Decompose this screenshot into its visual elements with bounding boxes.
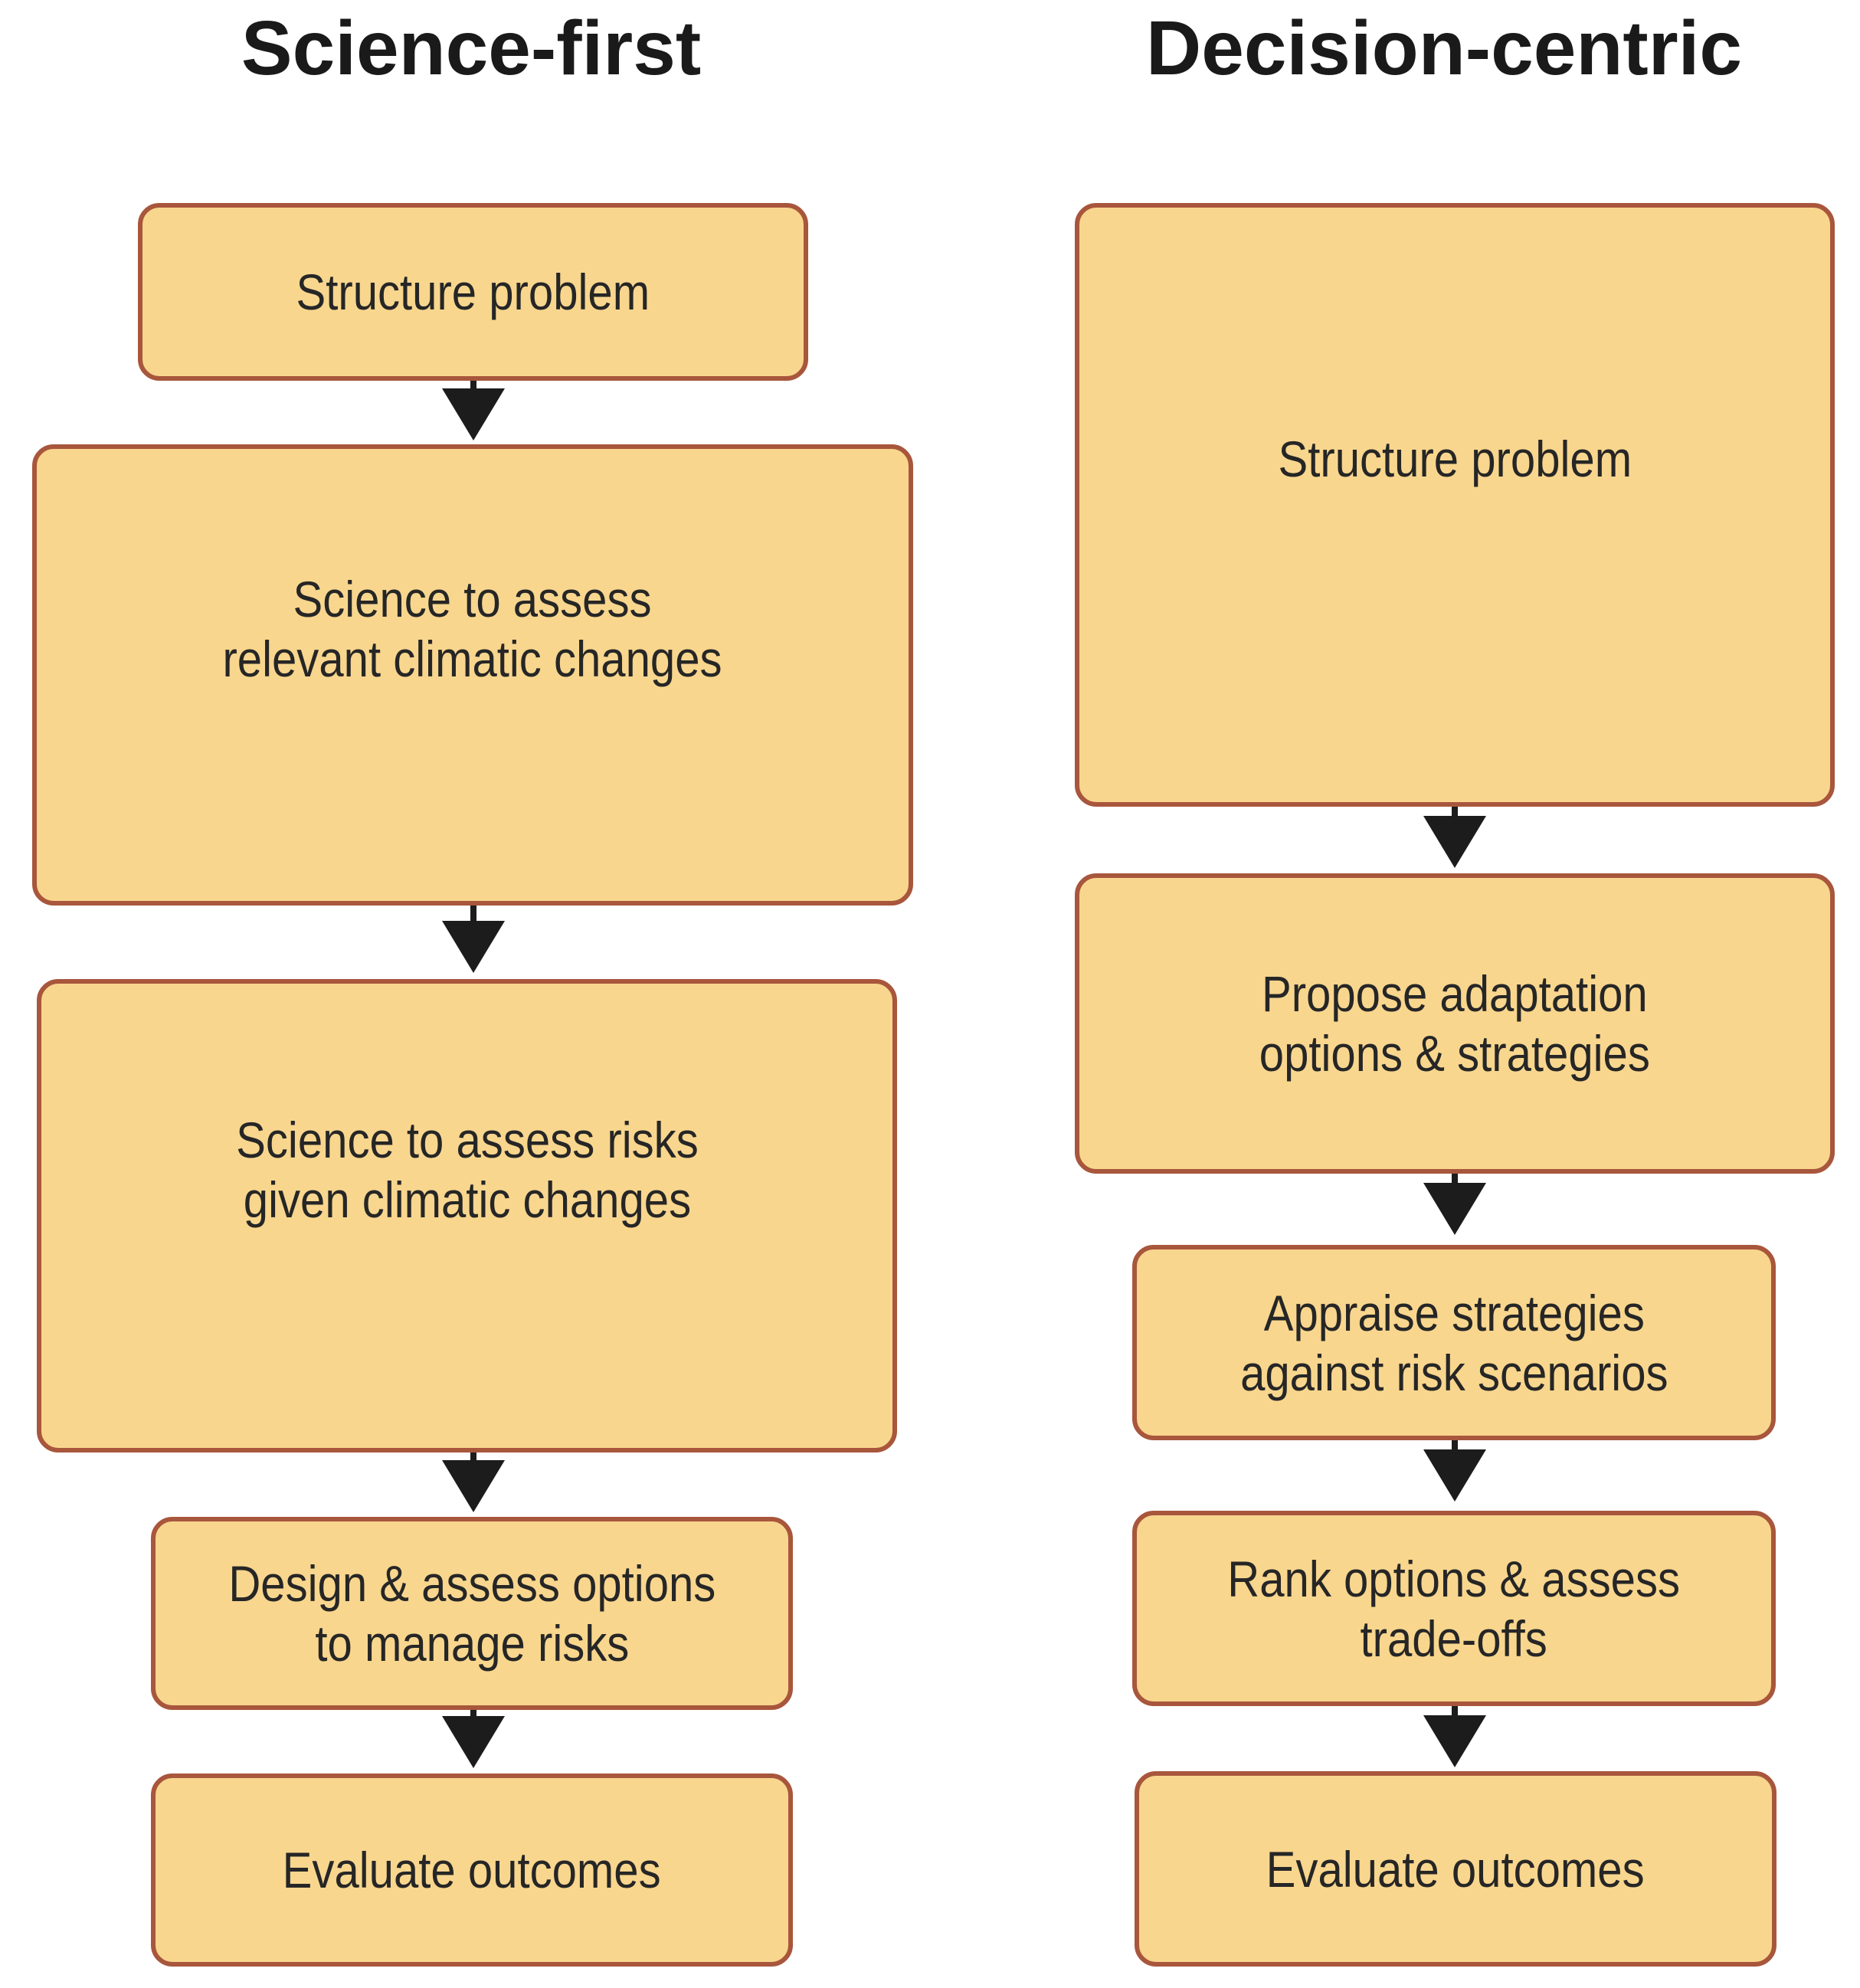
dc-step-label: Rank options & assess trade-offs [1227,1550,1681,1667]
dc-step-rank-options: Rank options & assess trade-offs [1132,1511,1776,1706]
dc-step-appraise-strategies: Appraise strategies against risk scenari… [1132,1245,1776,1440]
sf-arrow-down-icon-2 [442,921,505,973]
sf-step-structure-problem: Structure problem [138,203,808,381]
dc-arrow-down-icon-2 [1423,1183,1486,1235]
sf-arrow-stem-4 [470,1710,476,1718]
dc-step-structure-problem: Structure problem [1075,203,1835,807]
sf-arrow-stem-1 [470,381,476,390]
dc-arrow-stem-1 [1452,807,1458,817]
sf-step-design-options: Design & assess options to manage risks [151,1517,793,1710]
dc-step-label: Propose adaptation options & strategies [1259,965,1651,1082]
sf-step-label: Science to assess relevant climatic chan… [222,571,723,687]
dc-step-evaluate-outcomes: Evaluate outcomes [1135,1771,1776,1967]
dc-arrow-down-icon-1 [1423,816,1486,868]
sf-arrow-stem-2 [470,906,476,922]
sf-step-science-climatic-changes: Science to assess relevant climatic chan… [32,444,913,906]
sf-step-science-assess-risks: Science to assess risks given climatic c… [37,979,897,1453]
sf-arrow-down-icon-3 [442,1460,505,1512]
sf-arrow-stem-3 [470,1453,476,1462]
dc-arrow-down-icon-3 [1423,1449,1486,1502]
dc-arrow-down-icon-4 [1423,1715,1486,1767]
sf-step-evaluate-outcomes: Evaluate outcomes [151,1773,793,1967]
sf-step-label: Structure problem [296,264,650,320]
science-first-title: Science-first [241,5,702,91]
dc-arrow-stem-4 [1452,1706,1458,1717]
sf-step-label: Science to assess risks given climatic c… [235,1112,699,1228]
dc-step-label: Appraise strategies against risk scenari… [1239,1284,1668,1401]
dc-step-propose-adaptation: Propose adaptation options & strategies [1075,873,1835,1174]
sf-step-label: Evaluate outcomes [283,1842,661,1898]
sf-step-label: Design & assess options to manage risks [228,1555,716,1672]
dc-step-label: Evaluate outcomes [1266,1840,1645,1898]
sf-arrow-down-icon-1 [442,388,505,441]
dc-arrow-stem-2 [1452,1174,1458,1184]
dc-arrow-stem-3 [1452,1440,1458,1451]
dc-step-label: Structure problem [1278,431,1632,487]
sf-arrow-down-icon-4 [442,1716,505,1768]
decision-centric-title: Decision-centric [1145,5,1743,91]
